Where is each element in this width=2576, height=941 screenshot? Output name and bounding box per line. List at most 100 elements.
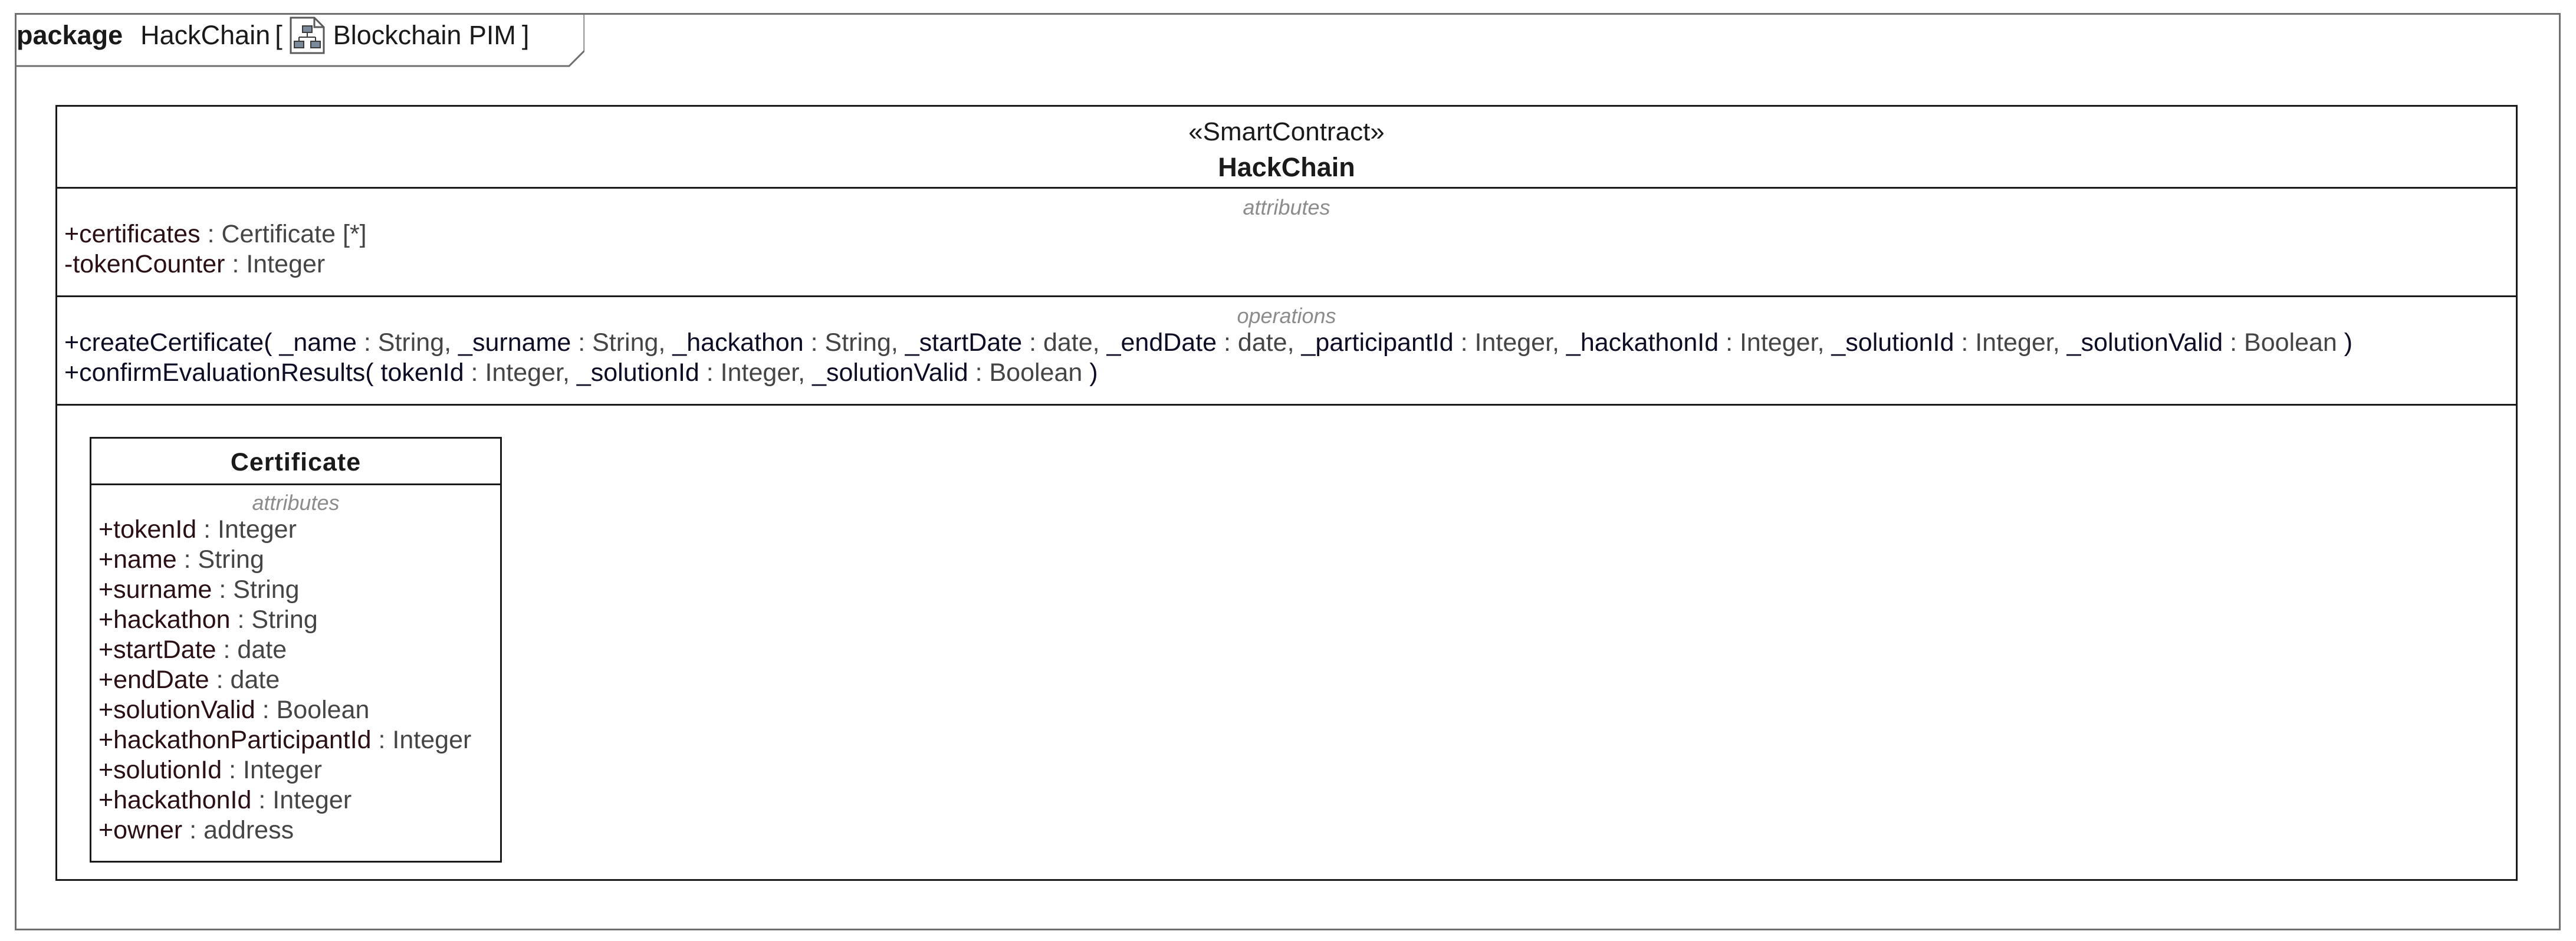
- attribute-visibility: +: [98, 666, 114, 694]
- attribute-name: tokenId: [113, 515, 197, 544]
- param-name: _participantId: [1294, 328, 1454, 357]
- package-name: HackChain: [140, 20, 271, 50]
- compartment-title: attributes: [252, 491, 340, 515]
- attribute-type: : Integer: [371, 726, 472, 754]
- attribute-row[interactable]: +endDate : date: [98, 665, 500, 695]
- attribute-row[interactable]: +solutionValid : Boolean: [98, 695, 500, 725]
- attribute-name: hackathonParticipantId: [113, 726, 372, 754]
- param-name: tokenId: [373, 358, 464, 387]
- param-name: _endDate: [1099, 328, 1217, 357]
- operation-row[interactable]: +confirmEvaluationResults( tokenId : Int…: [64, 358, 2516, 388]
- attribute-type: : Integer: [222, 756, 322, 784]
- param-name: _solutionId: [1824, 328, 1954, 357]
- attribute-row[interactable]: +hackathonId : Integer: [98, 785, 500, 815]
- operation-row[interactable]: +createCertificate( _name : String, _sur…: [64, 328, 2516, 358]
- attribute-type: : String: [212, 575, 300, 604]
- attribute-visibility: +: [98, 606, 114, 634]
- attribute-visibility: +: [98, 575, 114, 604]
- param-type: : Integer,: [1719, 328, 1825, 357]
- stereotype-label: «SmartContract»: [1188, 117, 1385, 146]
- attribute-visibility: +: [98, 696, 114, 724]
- param-type: : Boolean: [968, 358, 1083, 387]
- attribute-name: hackathonId: [113, 786, 252, 814]
- attribute-row[interactable]: +surname : String: [98, 575, 500, 605]
- operation-visibility: +: [64, 358, 80, 387]
- param-name: _hackathon: [665, 328, 804, 357]
- attribute-row[interactable]: +tokenId : Integer: [98, 515, 500, 545]
- class-diagram-icon: [288, 17, 326, 54]
- attribute-visibility: +: [98, 756, 114, 784]
- operations-compartment: operations +createCertificate( _name : S…: [57, 297, 2516, 406]
- attribute-visibility: +: [64, 220, 80, 248]
- attribute-type: : String: [176, 545, 264, 574]
- param-name: _name: [272, 328, 357, 357]
- attribute-visibility: +: [98, 726, 114, 754]
- param-type: : Boolean: [2223, 328, 2337, 357]
- attribute-name: startDate: [113, 636, 216, 664]
- param-type: : Integer,: [699, 358, 806, 387]
- package-header[interactable]: package HackChain [ Blockchain PIM ]: [17, 17, 530, 54]
- attribute-visibility: +: [98, 786, 114, 814]
- attribute-row[interactable]: +hackathon : String: [98, 605, 500, 635]
- param-type: : Integer,: [1453, 328, 1559, 357]
- attributes-compartment: attributes +certificates : Certificate […: [57, 189, 2516, 297]
- param-name: _solutionValid: [805, 358, 968, 387]
- attribute-name: solutionId: [113, 756, 222, 784]
- param-type: : Integer,: [1954, 328, 2060, 357]
- operation-name: confirmEvaluationResults(: [79, 358, 374, 387]
- param-type: : String,: [803, 328, 898, 357]
- certificate-attributes-compartment: attributes +tokenId : Integer +name : St…: [91, 485, 500, 845]
- compartment-title: attributes: [1243, 195, 1330, 219]
- attribute-name: endDate: [113, 666, 209, 694]
- package-tab-outline: [15, 13, 584, 67]
- class-name: Certificate: [230, 448, 362, 476]
- attribute-row[interactable]: -tokenCounter : Integer: [64, 249, 2516, 279]
- certificate-header: Certificate: [91, 439, 500, 485]
- compartment-title: operations: [1237, 304, 1336, 328]
- attribute-row[interactable]: +hackathonParticipantId : Integer: [98, 725, 500, 755]
- param-name: _surname: [451, 328, 571, 357]
- package-bracket-close: ]: [521, 20, 530, 50]
- package-tab: [15, 13, 584, 67]
- attribute-row[interactable]: +startDate : date: [98, 635, 500, 665]
- attribute-row[interactable]: +name : String: [98, 545, 500, 575]
- class-name: HackChain: [1218, 152, 1355, 182]
- attribute-type: : String: [230, 606, 318, 634]
- attribute-visibility: +: [98, 816, 114, 844]
- package-bracket-open: [: [275, 20, 282, 50]
- param-name: _startDate: [898, 328, 1023, 357]
- package-frame: [15, 13, 2561, 930]
- attribute-name: owner: [113, 816, 183, 844]
- attribute-type: : Integer: [251, 786, 352, 814]
- param-type: : date,: [1217, 328, 1294, 357]
- attribute-type: : Integer: [196, 515, 297, 544]
- operation-close: ): [2337, 328, 2353, 357]
- param-name: _solutionId: [569, 358, 699, 387]
- param-name: _solutionValid: [2059, 328, 2223, 357]
- attribute-row[interactable]: +solutionId : Integer: [98, 755, 500, 785]
- diagram-name: Blockchain PIM: [333, 20, 516, 50]
- param-name: _hackathonId: [1559, 328, 1719, 357]
- certificate-class[interactable]: Certificate attributes +tokenId : Intege…: [90, 437, 502, 863]
- attribute-visibility: +: [98, 636, 114, 664]
- attribute-row[interactable]: +certificates : Certificate [*]: [64, 219, 2516, 249]
- attribute-visibility: -: [64, 250, 73, 278]
- attribute-type: : Boolean: [255, 696, 370, 724]
- attribute-name: solutionValid: [113, 696, 255, 724]
- attribute-name: name: [113, 545, 177, 574]
- attribute-name: tokenCounter: [73, 250, 225, 278]
- param-type: : String,: [356, 328, 452, 357]
- attribute-name: surname: [113, 575, 212, 604]
- attribute-visibility: +: [98, 545, 114, 574]
- attribute-visibility: +: [98, 515, 114, 544]
- attribute-row[interactable]: +owner : address: [98, 815, 500, 845]
- attribute-type: : Certificate [*]: [200, 220, 367, 248]
- package-keyword: package: [17, 20, 123, 50]
- attribute-type: : address: [182, 816, 294, 844]
- operation-name: createCertificate(: [79, 328, 272, 357]
- param-type: : date,: [1022, 328, 1100, 357]
- hackchain-header: «SmartContract» HackChain: [57, 107, 2516, 189]
- operation-visibility: +: [64, 328, 80, 357]
- attribute-type: : date: [209, 666, 280, 694]
